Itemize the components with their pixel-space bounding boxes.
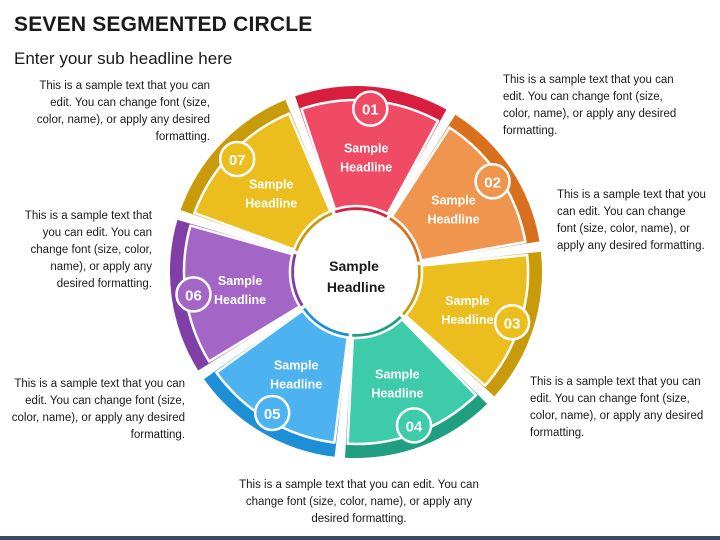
segment-07-number: 07 — [229, 152, 246, 169]
segment-03-headline-line-1: Sample — [445, 294, 490, 308]
segment-06-face — [182, 224, 301, 363]
segment-06-headline-line-2: Headline — [214, 293, 266, 307]
segment-05-number-tab — [253, 394, 291, 432]
page-title: SEVEN SEGMENTED CIRCLE — [14, 13, 313, 36]
segment-02-headline-line-1: Sample — [431, 193, 476, 207]
segment-02-number: 02 — [484, 174, 501, 191]
segment-04-description: This is a sample text that you can edit.… — [239, 479, 479, 525]
segment-04-headline-line-2: Headline — [371, 386, 423, 400]
segment-05-headline-line-1: Sample — [274, 359, 319, 373]
segment-01-description: This is a sample text that you can edit.… — [503, 74, 677, 137]
segment-03-number: 03 — [504, 315, 521, 332]
segment-06-number: 06 — [185, 287, 202, 304]
segment-03-number-tab — [493, 304, 531, 341]
bottom-accent-bar — [0, 536, 720, 540]
segment-01-headline-line-1: Sample — [344, 141, 389, 155]
segment-03-headline-line-2: Headline — [441, 313, 493, 327]
segment-04-headline-line-1: Sample — [375, 367, 420, 381]
segment-01-headline-line-2: Headline — [340, 160, 392, 174]
segment-07-number-tab — [218, 140, 256, 178]
page-subtitle: Enter your sub headline here — [14, 49, 233, 68]
segment-06-description: This is a sample text that you can edit.… — [24, 210, 152, 290]
segment-02-headline-line-2: Headline — [427, 212, 479, 226]
segment-05-number: 05 — [264, 406, 281, 423]
segment-07-headline-line-2: Headline — [245, 196, 297, 210]
segment-02-face — [390, 126, 527, 262]
segment-03-face — [404, 253, 530, 387]
segment-04-face — [346, 318, 478, 446]
segment-06-number-tab — [175, 276, 212, 313]
segment-04-number: 04 — [406, 418, 423, 435]
segment-01-number: 01 — [362, 102, 379, 119]
segment-02-number-tab — [474, 163, 511, 200]
center-headline-line-1: Sample — [329, 258, 379, 274]
segment-03-description: This is a sample text that you can edit.… — [530, 376, 704, 439]
center-headline: Sample Headline — [327, 258, 386, 295]
segment-05-description: This is a sample text that you can edit.… — [11, 378, 185, 441]
segment-07-face — [193, 112, 332, 251]
segment-02-description: This is a sample text that you can edit.… — [557, 189, 706, 252]
segment-06-headline-line-1: Sample — [218, 274, 263, 288]
segment-07-description: This is a sample text that you can edit.… — [36, 80, 210, 143]
segment-01-number-tab — [352, 90, 389, 127]
segment-07-headline-line-1: Sample — [249, 177, 294, 191]
segment-04-number-tab — [395, 407, 433, 444]
segment-05-face — [215, 309, 349, 444]
segment-05-headline-line-2: Headline — [270, 378, 322, 392]
segment-01-face — [300, 98, 440, 216]
center-headline-line-2: Headline — [327, 279, 386, 295]
